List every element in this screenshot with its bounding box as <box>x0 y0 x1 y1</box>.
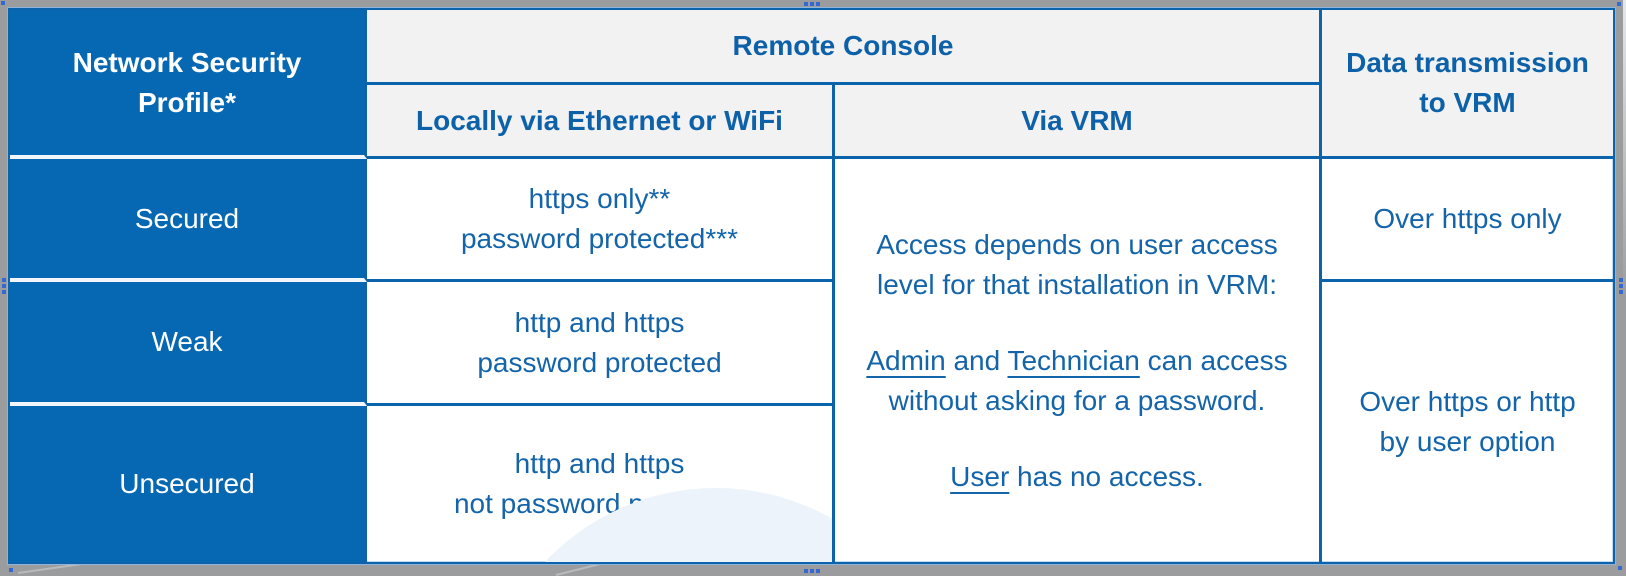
grip-dot <box>810 2 814 6</box>
vrm-access-paragraph-1: Access depends on user access level for … <box>876 228 1278 300</box>
grip-dot <box>2 290 6 294</box>
header-locally-via-ethernet-or-wifi: Locally via Ethernet or WiFi <box>367 85 835 159</box>
row-secured-label: Secured <box>10 159 367 282</box>
selection-corner-dot-bottom-left[interactable] <box>9 568 13 572</box>
grip-dot <box>816 569 820 573</box>
grip-dot <box>1619 278 1623 282</box>
background-edge-highlight <box>1623 0 1626 300</box>
drag-handle-top[interactable] <box>804 2 820 6</box>
selection-corner-dot-top-left[interactable] <box>1 1 5 5</box>
row-unsecured-label: Unsecured <box>10 406 367 562</box>
grip-dot <box>1619 290 1623 294</box>
header-data-transmission-to-vrm: Data transmission to VRM <box>1322 10 1613 159</box>
grip-dot <box>816 2 820 6</box>
vrm-access-paragraph-2: Admin and Technician can access without … <box>866 344 1288 416</box>
cell-secured-data-transmission: Over https only <box>1322 159 1613 282</box>
cell-via-vrm-access-rules: Access depends on user access level for … <box>835 159 1322 562</box>
grip-dot <box>1619 284 1623 288</box>
drag-handle-bottom[interactable] <box>804 569 820 573</box>
grip-dot <box>810 569 814 573</box>
header-network-security-profile: Network Security Profile* <box>10 10 367 159</box>
network-security-profile-table: Network Security Profile* Remote Console… <box>7 7 1616 565</box>
cell-unsecured-local-access-text: http and https not password protected <box>453 448 746 519</box>
cell-secured-local-access: https only** password protected*** <box>367 159 835 282</box>
cell-unsecured-local-access: http and https not password protected <box>367 406 835 562</box>
grip-dot <box>2 278 6 282</box>
vrm-access-paragraph-3: User has no access. <box>950 460 1204 492</box>
grip-dot <box>2 284 6 288</box>
row-weak-label: Weak <box>10 282 367 406</box>
selection-corner-dot-top-right[interactable] <box>1617 2 1621 6</box>
grip-dot <box>804 569 808 573</box>
grip-dot <box>804 2 808 6</box>
selection-corner-dot-bottom-right[interactable] <box>1618 566 1622 570</box>
cell-weak-local-access: http and https password protected <box>367 282 835 406</box>
drag-handle-right[interactable] <box>1619 278 1623 294</box>
cell-weak-unsecured-data-transmission: Over https or http by user option <box>1359 386 1576 457</box>
drag-handle-left[interactable] <box>2 278 6 294</box>
header-remote-console: Remote Console <box>367 10 1322 85</box>
header-via-vrm: Via VRM <box>835 85 1322 159</box>
